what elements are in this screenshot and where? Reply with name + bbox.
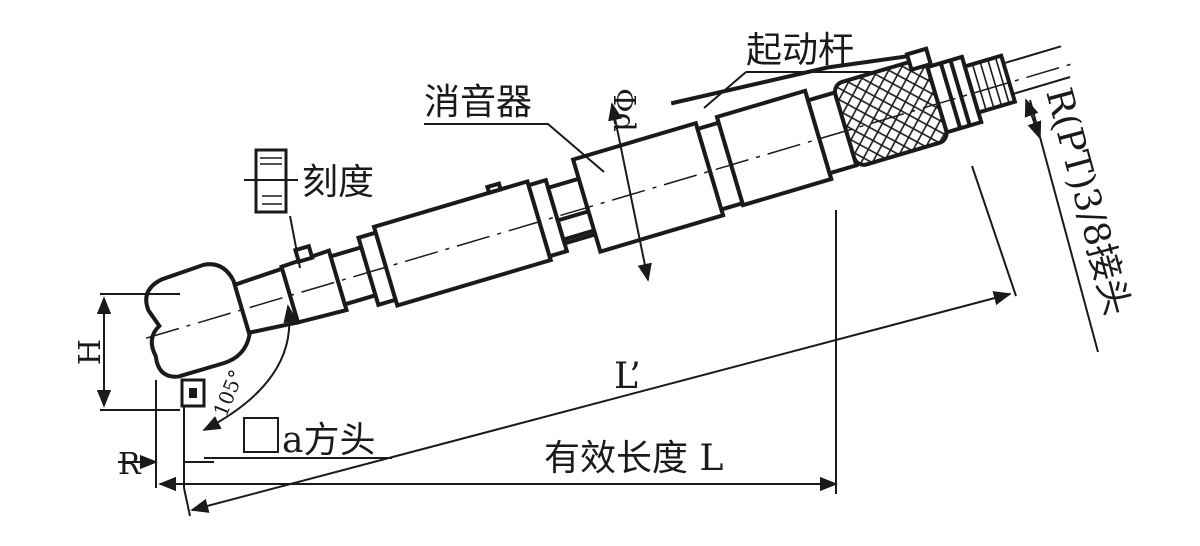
connector-threads — [971, 57, 1010, 111]
square-drive-label: a方头 — [282, 420, 375, 461]
square-drive-callout: a方头 — [204, 417, 392, 461]
offset-label: R — [118, 447, 142, 482]
hose-stub — [1003, 45, 1071, 95]
effective-length-label: 有效长度 L — [544, 438, 723, 479]
overall-length-label: L’ — [614, 356, 641, 397]
offset-dimension: R — [118, 380, 214, 488]
muffler-callout: 消音器 — [424, 82, 605, 173]
grip-adaptor — [805, 89, 859, 176]
trigger-pivot — [904, 46, 934, 73]
height-label: H — [73, 339, 108, 365]
inlet-nut-flat — [938, 59, 972, 129]
trigger-label: 起动杆 — [746, 30, 854, 71]
connector-label: R(PT)3/8接头 — [1037, 84, 1137, 320]
diameter-dimension: Φd — [606, 88, 652, 282]
scale-label: 刻度 — [302, 162, 374, 203]
muffler-label: 消音器 — [424, 82, 532, 123]
overall-length-dimension: L’ — [183, 165, 1017, 517]
scale-callout: 刻度 — [244, 148, 374, 269]
diameter-label: Φd — [606, 88, 641, 132]
connector-callout: R(PT)3/8接头 — [1024, 84, 1137, 353]
motor-ring — [526, 177, 570, 259]
motor-nub — [484, 181, 504, 196]
connector-fitting — [962, 53, 1018, 115]
handle-body — [714, 88, 834, 208]
square-symbol — [243, 417, 279, 453]
height-dimension: H — [73, 293, 180, 411]
trigger-callout: 起动杆 — [703, 30, 878, 109]
angle-label: 105° — [208, 366, 248, 420]
angle-head — [144, 262, 252, 379]
square-drive-core — [189, 388, 197, 398]
motor-housing — [371, 178, 554, 308]
